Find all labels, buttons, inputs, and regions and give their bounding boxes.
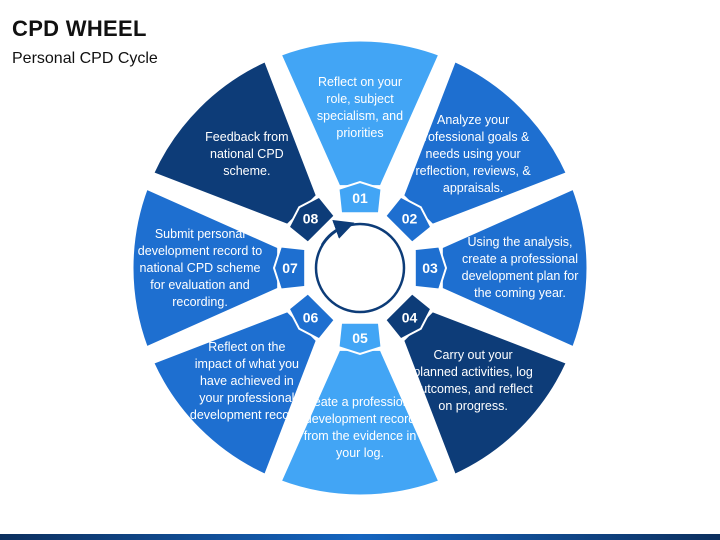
cpd-step-07-number: 07	[282, 260, 298, 276]
footer-bar	[0, 534, 720, 540]
cpd-step-05-number: 05	[352, 330, 368, 346]
cpd-step-02-text: Analyze your professional goals & needs …	[415, 113, 531, 196]
page-subtitle: Personal CPD Cycle	[12, 50, 158, 67]
cpd-step-01-segment	[278, 38, 442, 189]
cpd-step-02-number-tab	[384, 195, 433, 244]
cpd-step-06-text: Reflect on the impact of what you have a…	[189, 339, 304, 422]
center-cycle-ring	[314, 222, 406, 314]
cpd-step-05-number-tab	[337, 321, 383, 356]
cpd-step-08-segment	[151, 59, 319, 227]
cpd-step-07-text: Submit personal development record to na…	[137, 226, 263, 309]
cpd-step-01-text: Reflect on your role, subject specialism…	[316, 75, 404, 140]
cpd-step-07-number-tab	[272, 245, 307, 291]
cpd-step-01-number-tab	[337, 180, 383, 215]
cpd-step-03-number: 03	[422, 260, 438, 276]
cpd-step-05-text: Create a professional development record…	[300, 395, 420, 460]
cpd-step-03-text: Using the analysis, create a professiona…	[461, 235, 579, 300]
cpd-step-02-number: 02	[402, 211, 418, 227]
cpd-step-04-number: 04	[402, 309, 418, 325]
cpd-step-01-number: 01	[352, 190, 368, 206]
cpd-step-06-number: 06	[303, 309, 319, 325]
cpd-step-04-number-tab	[384, 292, 433, 341]
cpd-step-08-text: Feedback from national CPD scheme.	[205, 130, 289, 179]
cpd-step-05-segment	[278, 347, 442, 498]
page-title: CPD WHEEL	[12, 16, 147, 41]
cpd-step-03-number-tab	[413, 245, 448, 291]
cpd-step-07-segment	[130, 186, 281, 350]
cpd-step-04-text: Carry out your planned activities, log o…	[413, 348, 533, 414]
cpd-step-08-number: 08	[303, 211, 319, 227]
cpd-step-06-number-tab	[287, 292, 336, 341]
cpd-step-08-number-tab	[287, 195, 336, 244]
cpd-step-04-segment	[401, 309, 569, 477]
cpd-step-06-segment	[151, 309, 319, 477]
cycle-arrow-icon	[320, 219, 355, 246]
cpd-step-02-segment	[401, 59, 569, 227]
cpd-step-03-segment	[439, 186, 590, 350]
